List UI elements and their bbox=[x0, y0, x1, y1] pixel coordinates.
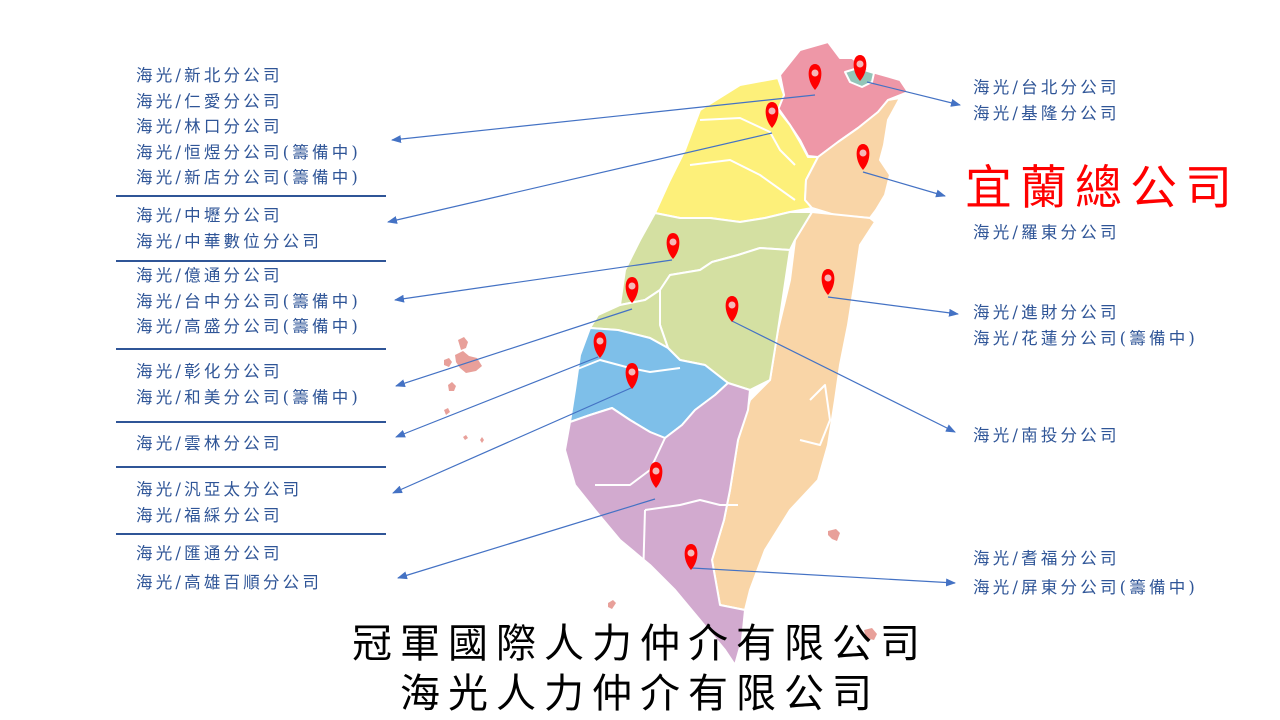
branch-label: 海光/彰化分公司 bbox=[136, 362, 283, 381]
branch-label: 海光/林口分公司 bbox=[136, 117, 283, 136]
divider bbox=[116, 421, 386, 423]
branch-group-chiayi: 海光/汎亞太分公司 海光/福綵分公司 bbox=[136, 477, 302, 528]
branch-label: 海光/台中分公司(籌備中) bbox=[136, 291, 362, 311]
headquarters-title: 宜蘭總公司 bbox=[965, 161, 1240, 216]
branch-label: 海光/南投分公司 bbox=[973, 426, 1120, 445]
branch-group-pingtung: 海光/耆福分公司 海光/屏東分公司(籌備中) bbox=[973, 546, 1198, 600]
branch-label: 海光/新北分公司 bbox=[136, 66, 283, 85]
branch-label: 海光/福綵分公司 bbox=[136, 505, 283, 525]
branch-label: 海光/屏東分公司(籌備中) bbox=[973, 577, 1199, 597]
branch-group-nantou: 海光/南投分公司 bbox=[973, 423, 1120, 449]
company-name-primary: 冠軍國際人力仲介有限公司 bbox=[352, 621, 928, 667]
branch-label: 海光/台北分公司 bbox=[973, 78, 1120, 97]
region-tainan-kaohsiung bbox=[564, 382, 751, 666]
branch-label: 海光/恒煜分公司(籌備中) bbox=[136, 142, 362, 162]
branch-label: 海光/仁愛分公司 bbox=[136, 91, 283, 111]
branch-label: 海光/羅東分公司 bbox=[973, 223, 1120, 242]
branch-group-yunlin: 海光/雲林分公司 bbox=[136, 431, 283, 457]
branch-label: 海光/進財分公司 bbox=[973, 303, 1120, 322]
branch-group-yilan: 海光/羅東分公司 bbox=[973, 220, 1120, 246]
orchid-island bbox=[864, 628, 877, 640]
branch-label: 海光/高盛分公司(籌備中) bbox=[136, 317, 362, 336]
branch-group-taipei-keelung: 海光/台北分公司 海光/基隆分公司 bbox=[973, 75, 1120, 126]
branch-label: 海光/高雄百順分公司 bbox=[136, 572, 323, 592]
branch-group-hualien: 海光/進財分公司 海光/花蓮分公司(籌備中) bbox=[973, 300, 1198, 351]
company-name-secondary: 海光人力仲介有限公司 bbox=[400, 671, 880, 717]
divider bbox=[116, 195, 386, 197]
divider bbox=[116, 348, 386, 350]
branch-group-taoyuan: 海光/中壢分公司 海光/中華數位分公司 bbox=[136, 203, 322, 254]
branch-label: 海光/匯通分公司 bbox=[136, 544, 283, 563]
branch-label: 海光/新店分公司(籌備中) bbox=[136, 168, 362, 187]
branch-label: 海光/耆福分公司 bbox=[973, 549, 1120, 568]
green-island bbox=[828, 529, 840, 541]
branch-label: 海光/基隆分公司 bbox=[973, 103, 1120, 123]
divider bbox=[116, 533, 386, 535]
branch-group-changhua: 海光/彰化分公司 海光/和美分公司(籌備中) bbox=[136, 359, 361, 410]
branch-label: 海光/花蓮分公司(籌備中) bbox=[973, 328, 1199, 348]
branch-group-new-taipei: 海光/新北分公司 海光/仁愛分公司 海光/林口分公司 海光/恒煜分公司(籌備中)… bbox=[136, 63, 361, 191]
liuqiu-island bbox=[608, 600, 616, 609]
penghu-islands bbox=[444, 337, 484, 443]
branch-label: 海光/汎亞太分公司 bbox=[136, 480, 303, 499]
divider bbox=[116, 260, 386, 262]
connector-arrows bbox=[387, 81, 961, 587]
branch-group-taichung: 海光/億通分公司 海光/台中分公司(籌備中) 海光/高盛分公司(籌備中) bbox=[136, 263, 361, 340]
branch-label: 海光/中華數位分公司 bbox=[136, 231, 323, 251]
region-yilan bbox=[804, 97, 901, 219]
branch-label: 海光/億通分公司 bbox=[136, 266, 283, 285]
branch-label: 海光/雲林分公司 bbox=[136, 434, 283, 453]
divider bbox=[116, 466, 386, 468]
branch-group-kaohsiung: 海光/匯通分公司 海光/高雄百順分公司 bbox=[136, 541, 322, 595]
branch-label: 海光/和美分公司(籌備中) bbox=[136, 387, 362, 407]
branch-label: 海光/中壢分公司 bbox=[136, 206, 283, 225]
